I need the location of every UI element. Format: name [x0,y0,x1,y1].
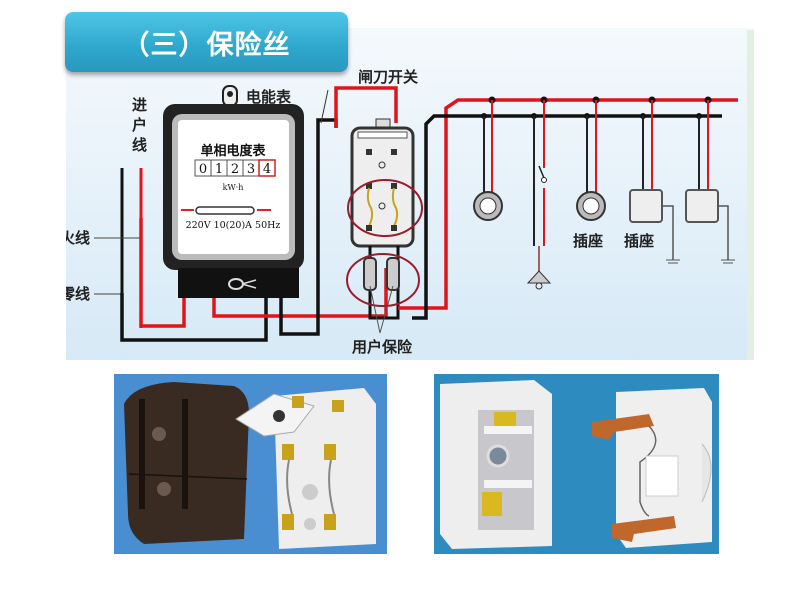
user-fuse-label: 用户保险 [352,338,413,356]
meter-digit-0: 0 [199,162,207,177]
meter-digit-display [194,159,276,177]
meter-rating: 220V 10(20)A 50Hz [186,220,281,231]
porcelain-base-shape [274,388,376,549]
electric-meter [163,85,304,298]
meter-digit-4: 4 [263,162,271,177]
neutral-wire-label: 零线 [66,285,90,303]
meter-label: 电能表 [246,88,292,106]
branch-socket-square-2 [685,96,735,264]
branch-socket-round-2 [576,96,606,221]
live-meter-to-switch [212,268,388,318]
fuse-holder-photo [434,374,719,554]
section-title: （三）保险丝 [122,29,291,61]
incoming-line-label-2: 户 [132,116,147,134]
wiring-diagram: 进 户 线 火线 零线 电能表 闸刀开关 用户保险 插座 插座 单相电度表 0 … [59,28,754,360]
knife-switch-label: 闸刀开关 [358,68,418,86]
incoming-line-label-1: 进 [132,96,147,114]
live-loop [334,86,398,128]
user-fuses [363,246,400,320]
meter-title: 单相电度表 [200,143,266,159]
live-in-to-meter [139,218,186,328]
branch-socket-round-1 [473,96,503,221]
knife-switch [350,118,415,248]
branch-lamp [526,96,552,290]
neutral-bus [412,114,722,320]
meter-unit: kW·h [223,183,244,192]
incoming-line-label-3: 线 [132,136,147,154]
knife-switch-photo [114,374,387,554]
section-title-banner: （三）保险丝 [65,12,348,72]
meter-digit-2: 2 [231,162,239,177]
live-bus [398,98,738,310]
neutral-in-to-meter [120,293,268,342]
wiring-diagram-svg: 进 户 线 火线 零线 电能表 闸刀开关 用户保险 插座 插座 单相电度表 0 … [59,68,738,356]
meter-digit-3: 3 [247,162,255,177]
meter-digit-1: 1 [215,162,223,177]
socket-label-1: 插座 [573,232,603,250]
branch-socket-square-1 [629,96,680,264]
socket-label-2: 插座 [624,232,654,250]
diagram-edge [747,30,754,360]
user-fuse-highlight-circle [346,253,420,307]
switch-fuse-highlight-circle [347,179,423,237]
live-wire-label: 火线 [66,229,90,247]
